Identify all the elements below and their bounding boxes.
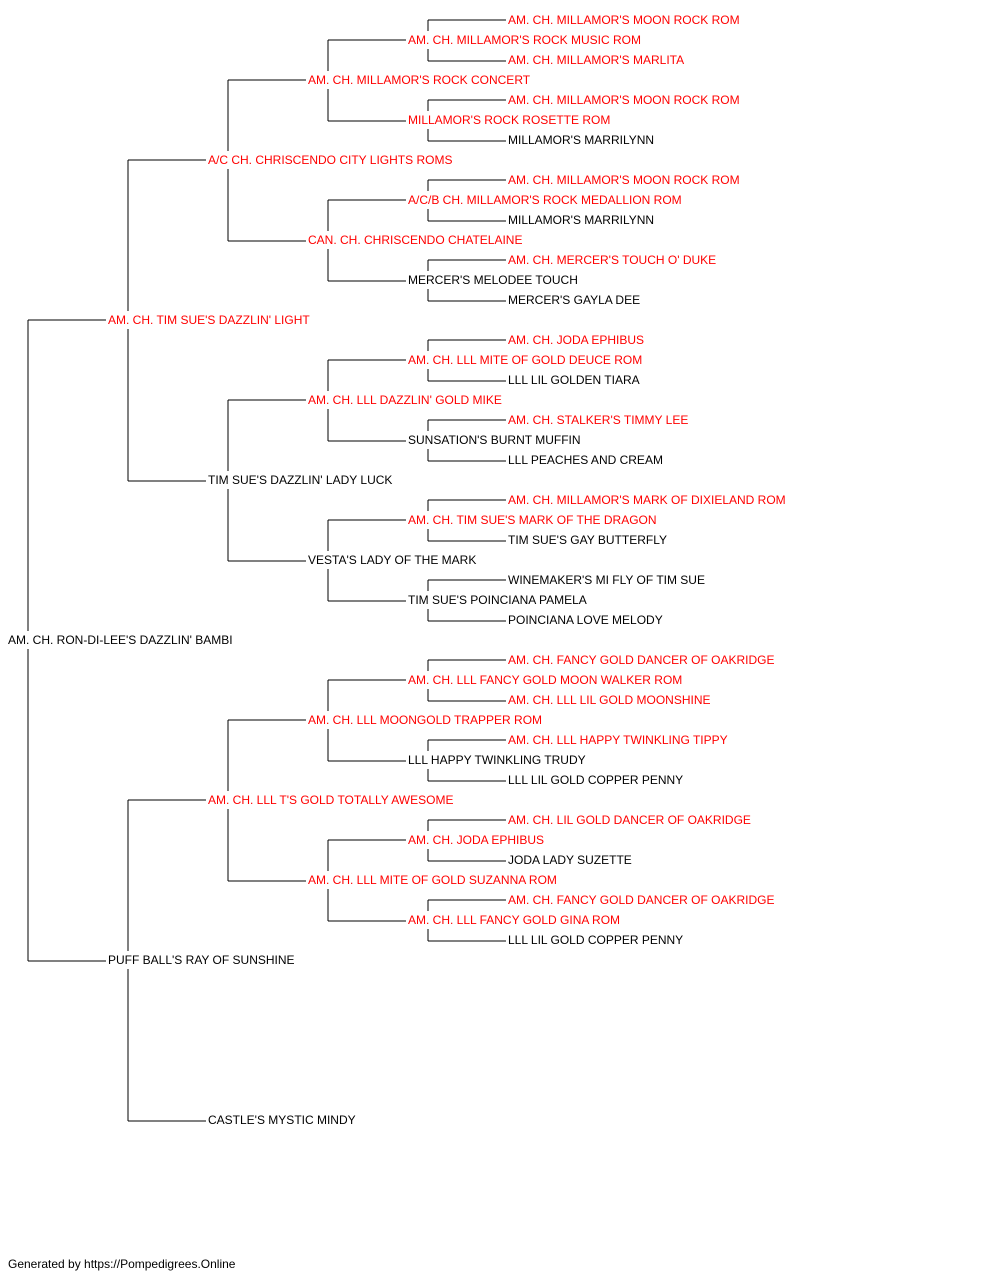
ancestor-sddsd: TIM SUE'S GAY BUTTERFLY: [508, 533, 669, 547]
ancestor-sdsds: AM. CH. STALKER'S TIMMY LEE: [508, 413, 691, 427]
ancestor-dssss: AM. CH. FANCY GOLD DANCER OF OAKRIDGE: [508, 653, 777, 667]
ancestor-sdsdd: LLL PEACHES AND CREAM: [508, 453, 665, 467]
ancestor-sdsd: SUNSATION'S BURNT MUFFIN: [408, 433, 583, 447]
ancestor-sdd: VESTA'S LADY OF THE MARK: [308, 553, 479, 567]
ancestor-dsdd: AM. CH. LLL FANCY GOLD GINA ROM: [408, 913, 623, 927]
ancestor-ssssd: AM. CH. MILLAMOR'S MARLITA: [508, 53, 687, 67]
ancestor-dsd: AM. CH. LLL MITE OF GOLD SUZANNA ROM: [308, 873, 559, 887]
ancestor-ds: AM. CH. LLL T'S GOLD TOTALLY AWESOME: [208, 793, 456, 807]
ancestor-d: PUFF BALL'S RAY OF SUNSHINE: [108, 953, 297, 967]
ancestor-dss: AM. CH. LLL MOONGOLD TRAPPER ROM: [308, 713, 545, 727]
ancestor-sddds: WINEMAKER'S MI FLY OF TIM SUE: [508, 573, 707, 587]
ancestor-dsddd: LLL LIL GOLD COPPER PENNY: [508, 933, 686, 947]
ancestor-sssd: MILLAMOR'S ROCK ROSETTE ROM: [408, 113, 613, 127]
ancestor-dsssd: AM. CH. LLL LIL GOLD MOONSHINE: [508, 693, 713, 707]
ancestor-ssddd: MERCER'S GAYLA DEE: [508, 293, 643, 307]
ancestor-dssdd: LLL LIL GOLD COPPER PENNY: [508, 773, 686, 787]
ancestor-dsdsd: JODA LADY SUZETTE: [508, 853, 634, 867]
ancestor-ssdd: MERCER'S MELODEE TOUCH: [408, 273, 580, 287]
ancestor-sdddd: POINCIANA LOVE MELODY: [508, 613, 665, 627]
ancestor-sssdd: MILLAMOR'S MARRILYNN: [508, 133, 657, 147]
ancestor-sddss: AM. CH. MILLAMOR'S MARK OF DIXIELAND ROM: [508, 493, 788, 507]
ancestor-s: AM. CH. TIM SUE'S DAZZLIN' LIGHT: [108, 313, 312, 327]
subject-dog-name: AM. CH. RON-DI-LEE'S DAZZLIN' BAMBI: [8, 633, 235, 647]
ancestor-dssd: LLL HAPPY TWINKLING TRUDY: [408, 753, 588, 767]
ancestor-dd: CASTLE'S MYSTIC MINDY: [208, 1113, 358, 1127]
ancestor-sdsss: AM. CH. JODA EPHIBUS: [508, 333, 647, 347]
ancestor-dsds: AM. CH. JODA EPHIBUS: [408, 833, 547, 847]
generator-footer: Generated by https://Pompedigrees.Online: [8, 1257, 236, 1271]
ancestor-ssd: CAN. CH. CHRISCENDO CHATELAINE: [308, 233, 525, 247]
ancestor-ssdsd: MILLAMOR'S MARRILYNN: [508, 213, 657, 227]
ancestor-ssdds: AM. CH. MERCER'S TOUCH O' DUKE: [508, 253, 719, 267]
ancestor-ss: A/C CH. CHRISCENDO CITY LIGHTS ROMS: [208, 153, 455, 167]
ancestor-sdss: AM. CH. LLL MITE OF GOLD DEUCE ROM: [408, 353, 645, 367]
ancestor-dsdds: AM. CH. FANCY GOLD DANCER OF OAKRIDGE: [508, 893, 777, 907]
ancestor-ssdss: AM. CH. MILLAMOR'S MOON ROCK ROM: [508, 173, 742, 187]
ancestor-sssds: AM. CH. MILLAMOR'S MOON ROCK ROM: [508, 93, 742, 107]
ancestor-sds: AM. CH. LLL DAZZLIN' GOLD MIKE: [308, 393, 504, 407]
ancestor-sdds: AM. CH. TIM SUE'S MARK OF THE DRAGON: [408, 513, 659, 527]
ancestor-dsss: AM. CH. LLL FANCY GOLD MOON WALKER ROM: [408, 673, 685, 687]
ancestor-ssds: A/C/B CH. MILLAMOR'S ROCK MEDALLION ROM: [408, 193, 684, 207]
ancestor-sddd: TIM SUE'S POINCIANA PAMELA: [408, 593, 589, 607]
ancestor-sss: AM. CH. MILLAMOR'S ROCK CONCERT: [308, 73, 533, 87]
ancestor-sdssd: LLL LIL GOLDEN TIARA: [508, 373, 642, 387]
ancestor-sssss: AM. CH. MILLAMOR'S MOON ROCK ROM: [508, 13, 742, 27]
ancestor-sd: TIM SUE'S DAZZLIN' LADY LUCK: [208, 473, 395, 487]
ancestor-dsdss: AM. CH. LIL GOLD DANCER OF OAKRIDGE: [508, 813, 753, 827]
ancestor-dssds: AM. CH. LLL HAPPY TWINKLING TIPPY: [508, 733, 730, 747]
ancestor-ssss: AM. CH. MILLAMOR'S ROCK MUSIC ROM: [408, 33, 643, 47]
